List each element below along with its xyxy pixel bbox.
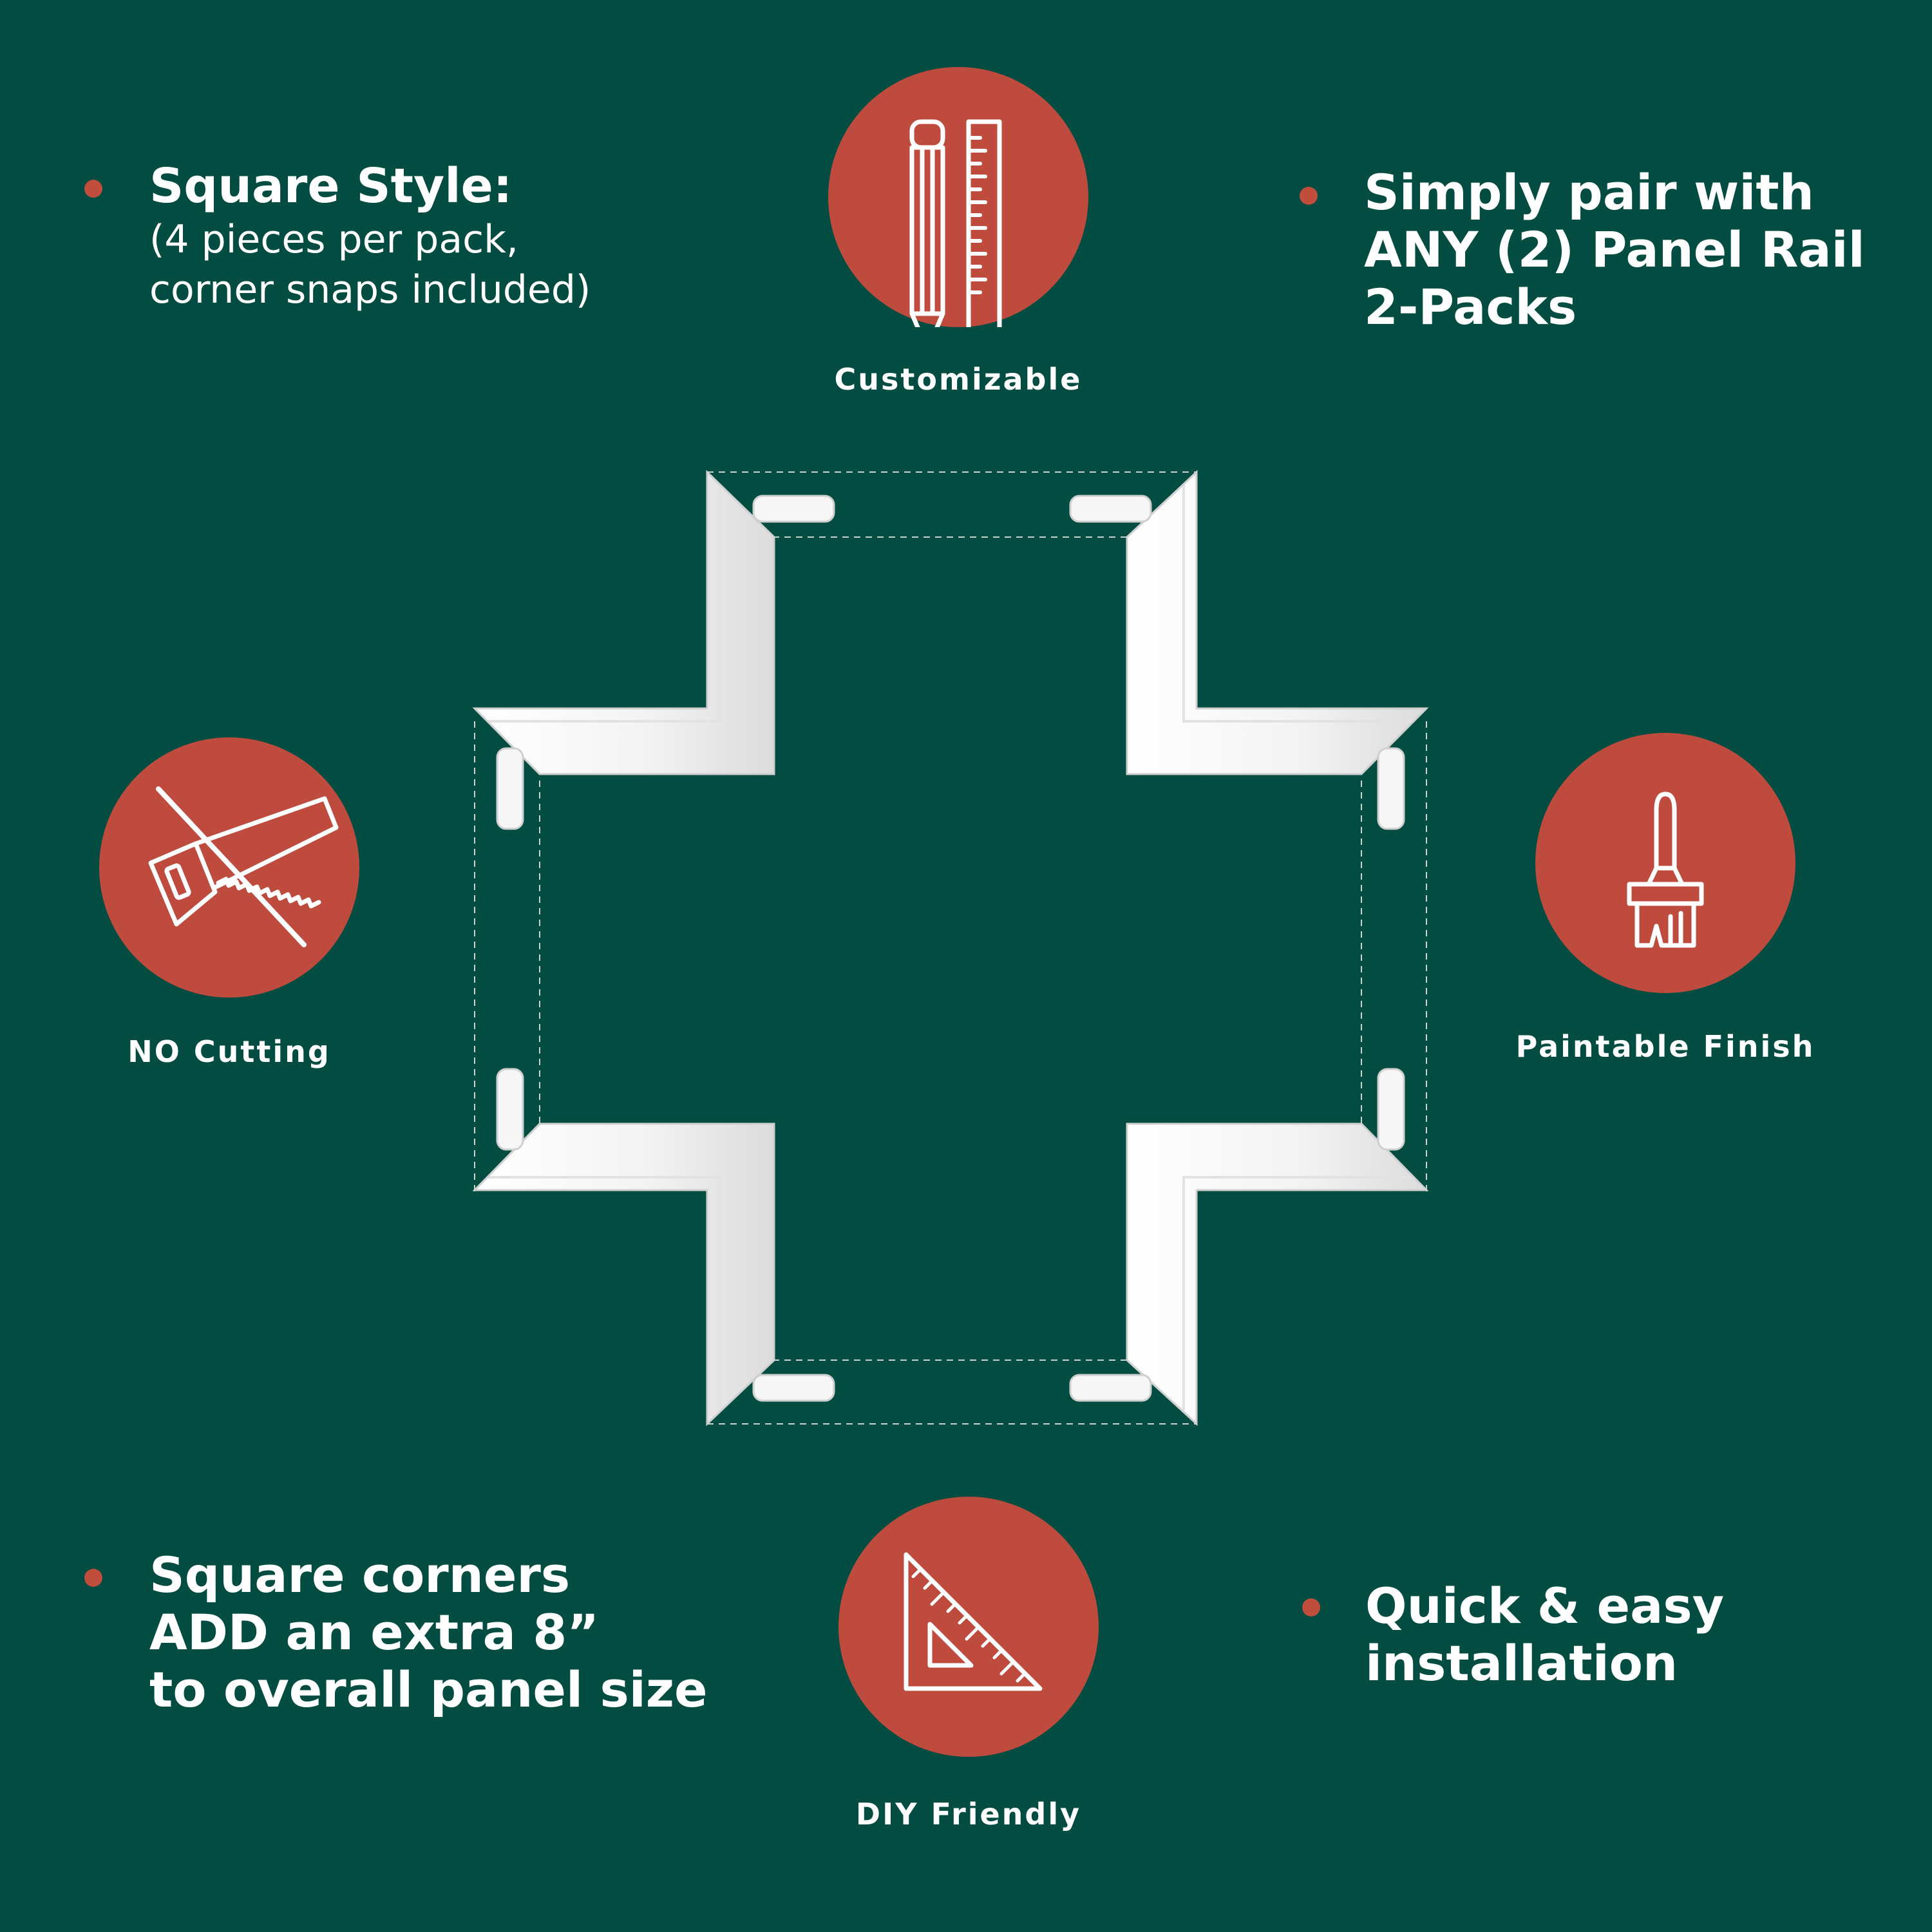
feature-line: 2-Packs (1364, 278, 1577, 336)
bullet-dot (1302, 1598, 1320, 1616)
no-cutting-label: NO Cutting (128, 1034, 331, 1069)
no-cutting-badge (99, 737, 359, 998)
feature-pair-with: Simply pair with ANY (2) Panel Rail 2-Pa… (1364, 164, 1865, 336)
bullet-dot (84, 1569, 102, 1587)
diy-label: DIY Friendly (855, 1797, 1082, 1832)
feature-line: ADD an extra 8” (149, 1603, 600, 1661)
feature-line: Quick & easy (1365, 1577, 1725, 1634)
set-square-icon (904, 1552, 1043, 1691)
feature-quick-install: Quick & easy installation (1365, 1577, 1725, 1692)
corner-piece-bottom-left (472, 1122, 775, 1426)
feature-subtext: corner snaps included) (149, 267, 591, 312)
customizable-badge (828, 67, 1088, 327)
feature-line: ANY (2) Panel Rail (1364, 220, 1865, 278)
dashed-outline (474, 471, 1427, 1425)
feature-line: installation (1365, 1634, 1678, 1692)
feature-square-corners: Square corners ADD an extra 8” to overal… (149, 1546, 708, 1719)
feature-title: Square Style: (149, 158, 513, 214)
square-corner-diagram (472, 469, 1429, 1426)
diy-badge (838, 1497, 1099, 1757)
corner-piece-top-right (1126, 469, 1429, 775)
no-saw-icon (148, 786, 339, 947)
feature-line: Square corners (149, 1546, 571, 1604)
bullet-dot (84, 180, 102, 198)
customizable-label: Customizable (834, 362, 1083, 397)
feature-line: to overall panel size (149, 1660, 708, 1718)
corner-snaps (496, 495, 1405, 1402)
feature-subtext: (4 pieces per pack, (149, 216, 518, 262)
feature-line: Simply pair with (1364, 164, 1814, 221)
corner-piece-bottom-right (1126, 1122, 1429, 1426)
paintbrush-icon (1627, 791, 1704, 948)
paintable-label: Paintable Finish (1515, 1029, 1815, 1064)
feature-square-style: Square Style: (4 pieces per pack, corner… (149, 158, 591, 315)
paintable-badge (1535, 733, 1795, 993)
pencil-ruler-icon (909, 119, 1002, 327)
corner-piece-top-left (472, 469, 775, 775)
bullet-dot (1300, 187, 1318, 205)
